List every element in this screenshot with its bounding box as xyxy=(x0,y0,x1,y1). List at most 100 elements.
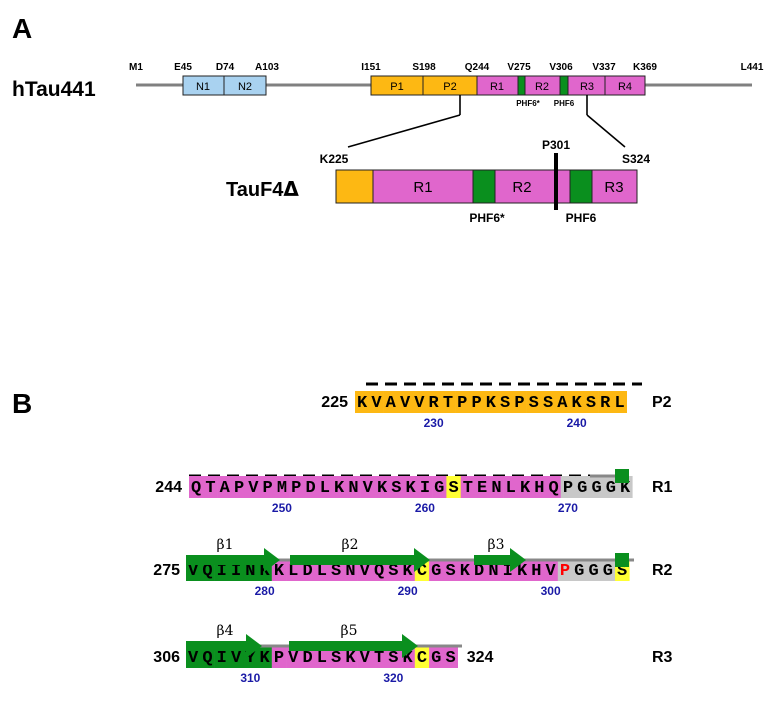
residue-letter: H xyxy=(534,479,544,498)
residue-tick-number: 240 xyxy=(567,416,587,430)
residue-letter: V xyxy=(400,394,411,413)
residue-box xyxy=(214,646,230,668)
residue-box xyxy=(383,391,399,413)
residue-box xyxy=(317,476,333,498)
residue-box xyxy=(289,476,304,498)
residue-letter: K xyxy=(486,394,497,413)
residue-letter: A xyxy=(220,479,231,498)
residue-box xyxy=(572,559,587,581)
residue-box xyxy=(429,646,444,668)
residue-letter: C xyxy=(417,562,427,581)
fragment-phf6-segment xyxy=(569,169,593,204)
residue-box xyxy=(455,391,470,413)
residue-letter: P xyxy=(291,479,301,498)
residue-box xyxy=(489,476,504,498)
domain-n2 xyxy=(223,75,267,96)
residue-tick-number: 300 xyxy=(541,584,561,598)
residue-letter: K xyxy=(274,562,285,581)
residue-letter: R xyxy=(600,394,611,413)
residue-letter: T xyxy=(374,649,384,668)
residue-box xyxy=(257,646,273,668)
residue-letter: K xyxy=(460,562,471,581)
residue-letter: K xyxy=(357,394,368,413)
residue-letter: T xyxy=(205,479,215,498)
residue-letter: I xyxy=(217,562,227,581)
fragment-phf6-star-segment xyxy=(472,169,496,204)
region-label: R1 xyxy=(652,479,673,496)
region-label: R3 xyxy=(652,649,673,666)
residue-letter: K xyxy=(377,479,388,498)
region-label: R2 xyxy=(652,562,673,579)
residue-box xyxy=(600,559,616,581)
residue-letter: K xyxy=(517,562,528,581)
beta-strand-arrow xyxy=(186,634,262,658)
residue-letter: L xyxy=(506,479,516,498)
residue-letter: V xyxy=(248,479,259,498)
residue-box xyxy=(389,476,404,498)
panel-b-label: B xyxy=(12,388,32,419)
fragment-r2-segment xyxy=(494,169,571,204)
marker-v306: V306 xyxy=(549,62,573,73)
region-label: P2 xyxy=(652,394,672,411)
residue-box xyxy=(603,476,619,498)
domain-label-p2: P2 xyxy=(443,81,456,93)
residue-letter: Y xyxy=(245,649,256,668)
residue-letter: S xyxy=(448,479,458,498)
residue-letter: L xyxy=(320,479,330,498)
residue-letter: P xyxy=(560,562,570,581)
residue-letter: S xyxy=(331,562,341,581)
residue-box xyxy=(569,391,585,413)
residue-letter: P xyxy=(274,649,284,668)
residue-letter: V xyxy=(363,479,374,498)
residue-box xyxy=(314,646,330,668)
residue-letter: P xyxy=(514,394,524,413)
marker-q244: Q244 xyxy=(465,62,490,73)
residue-letter: I xyxy=(503,562,513,581)
residue-letter: K xyxy=(406,479,417,498)
residue-box xyxy=(346,476,361,498)
residue-letter: V xyxy=(546,562,557,581)
residue-box xyxy=(329,646,344,668)
residue-box xyxy=(343,646,358,668)
sequence-start-number: 244 xyxy=(155,479,182,496)
residue-box xyxy=(371,646,387,668)
residue-letter: G xyxy=(431,649,441,668)
domain-r4 xyxy=(604,75,646,96)
residue-box xyxy=(414,646,430,668)
residue-letter: G xyxy=(606,479,616,498)
strand-cap-square xyxy=(615,469,629,483)
residue-letter: G xyxy=(591,479,601,498)
residue-box xyxy=(443,646,458,668)
residue-box xyxy=(397,391,413,413)
residue-letter: D xyxy=(302,562,312,581)
fragment-label-r2: R2 xyxy=(512,179,531,196)
residue-box xyxy=(186,646,201,668)
residue-box xyxy=(503,476,519,498)
residue-box xyxy=(300,646,315,668)
residue-box xyxy=(303,476,318,498)
residue-box xyxy=(260,476,276,498)
residue-letter: L xyxy=(317,649,327,668)
residue-box xyxy=(526,391,542,413)
residue-box xyxy=(532,476,547,498)
residue-box xyxy=(460,476,476,498)
phf6-small-label: PHF6 xyxy=(554,99,575,108)
residue-box xyxy=(586,559,601,581)
residue-box xyxy=(189,476,204,498)
residue-box xyxy=(543,559,559,581)
residue-letter: G xyxy=(434,479,444,498)
residue-box xyxy=(560,476,576,498)
residue-letter: V xyxy=(360,649,371,668)
residue-box xyxy=(369,391,384,413)
residue-letter: K xyxy=(403,649,414,668)
beta-strand-label: β3 xyxy=(487,537,504,553)
beta-strand-arrow xyxy=(186,548,280,572)
residue-letter: S xyxy=(445,562,455,581)
delta-symbol: Δ xyxy=(283,177,299,201)
residue-letter: V xyxy=(188,649,199,668)
residue-box xyxy=(575,476,590,498)
residue-box xyxy=(355,391,370,413)
marker-v337: V337 xyxy=(592,62,616,73)
